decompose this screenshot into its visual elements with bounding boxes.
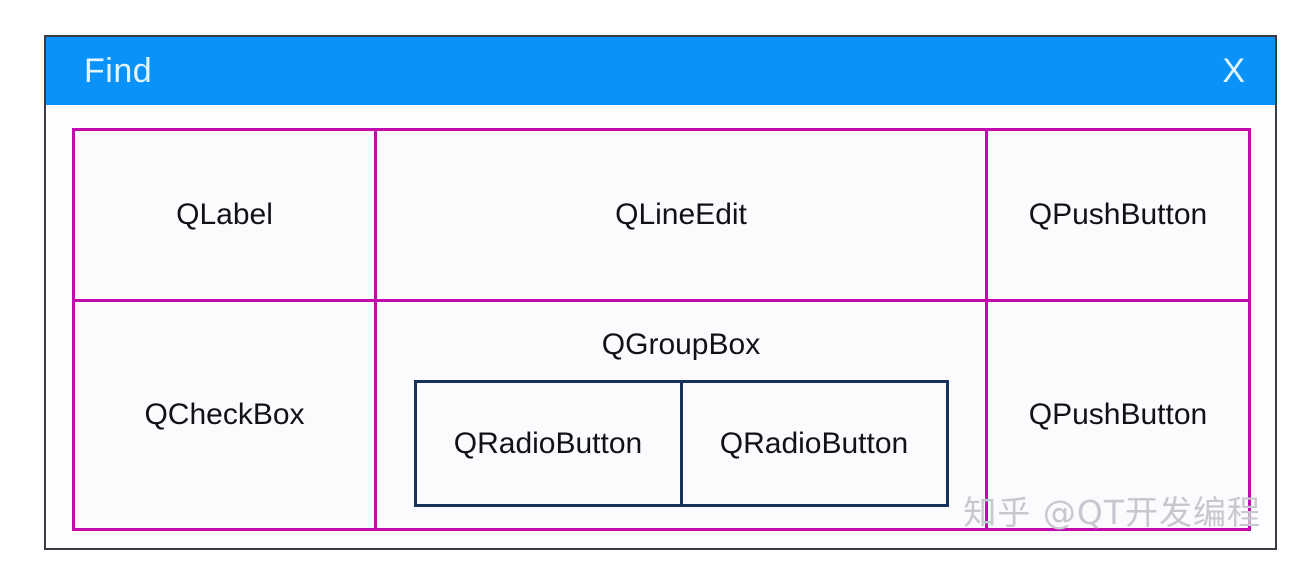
radio-button-2[interactable]: QRadioButton [679, 383, 946, 504]
cell-qpushbutton-top[interactable]: QPushButton [988, 131, 1248, 302]
radio-button-1[interactable]: QRadioButton [417, 383, 680, 504]
qlineedit-text: QLineEdit [615, 198, 747, 231]
watermark: 知乎 @QT开发编程 [963, 493, 1261, 532]
widget-layout-grid: QLabel QLineEdit QPushButton QCheckBox Q… [72, 128, 1251, 531]
cell-qgroupbox[interactable]: QGroupBox QRadioButton QRadioButton [377, 302, 988, 528]
radio-button-1-label: QRadioButton [453, 426, 643, 460]
window-title: Find [84, 52, 153, 90]
qpushbutton-bottom-text: QPushButton [1028, 398, 1208, 431]
qcheckbox-text: QCheckBox [144, 398, 305, 431]
cell-qcheckbox[interactable]: QCheckBox [75, 302, 377, 528]
qpushbutton-top-text: QPushButton [1028, 198, 1208, 231]
cell-qlabel[interactable]: QLabel [75, 131, 377, 302]
find-dialog-window: Find X QLabel QLineEdit QPushButton QChe… [44, 35, 1277, 550]
qlabel-text: QLabel [176, 198, 273, 231]
radio-button-group: QRadioButton QRadioButton [413, 380, 949, 507]
title-bar: Find X [46, 37, 1275, 105]
radio-button-2-label: QRadioButton [719, 426, 909, 460]
cell-qlineedit[interactable]: QLineEdit [377, 131, 988, 302]
close-icon[interactable]: X [1222, 52, 1245, 90]
qgroupbox-title: QGroupBox [601, 328, 761, 361]
cell-qpushbutton-bottom[interactable]: QPushButton [988, 302, 1248, 528]
